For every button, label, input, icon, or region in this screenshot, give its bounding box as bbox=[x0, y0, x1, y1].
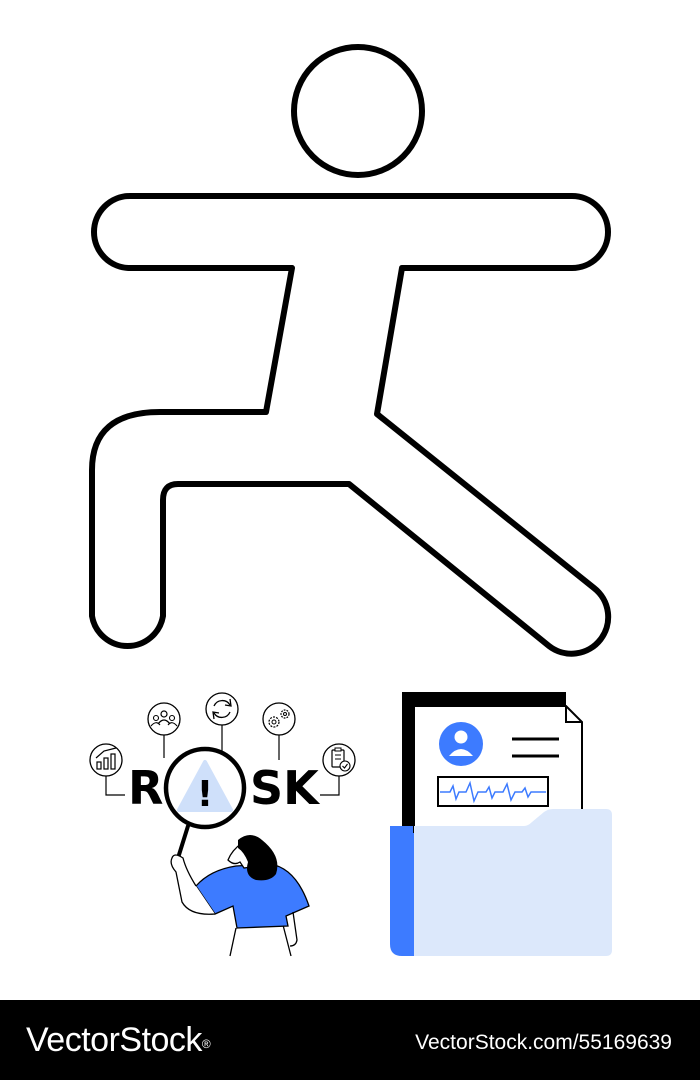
person-hair bbox=[238, 835, 278, 881]
warning-exclamation: ! bbox=[197, 774, 213, 815]
person-arm bbox=[170, 854, 216, 915]
chart-icon bbox=[89, 743, 123, 777]
figure-body bbox=[89, 193, 612, 657]
patient-avatar-icon bbox=[439, 722, 483, 766]
warning-triangle bbox=[177, 760, 233, 812]
folder-front bbox=[414, 809, 612, 956]
risk-letter-r: R bbox=[128, 761, 163, 815]
risk-analysis-scene: R SK ! bbox=[89, 692, 356, 957]
heartbeat-chart bbox=[437, 776, 549, 807]
person-figure bbox=[170, 835, 310, 957]
magnifier-warning: ! bbox=[163, 746, 247, 860]
illustration-canvas: R SK ! bbox=[89, 44, 612, 957]
footer-bar: VectorStock® VectorStock.com/55169639 bbox=[0, 1000, 700, 1080]
figure-head bbox=[291, 44, 425, 178]
vectorstock-logo: VectorStock® bbox=[26, 1018, 211, 1062]
stock-image-id: VectorStock.com/55169639 bbox=[415, 1031, 672, 1054]
medical-record-folder bbox=[390, 692, 612, 956]
team-icon bbox=[147, 702, 181, 736]
yoga-pose-figure bbox=[89, 44, 612, 657]
folder-blue-spine bbox=[390, 826, 414, 956]
risk-letters-sk: SK bbox=[250, 761, 321, 815]
person-shirt bbox=[195, 863, 310, 929]
gears-icon bbox=[262, 702, 296, 736]
refresh-icon bbox=[205, 692, 239, 726]
brand-name: VectorStock bbox=[26, 1021, 202, 1059]
registered-mark: ® bbox=[201, 1037, 211, 1051]
clipboard-check-icon bbox=[322, 743, 356, 777]
